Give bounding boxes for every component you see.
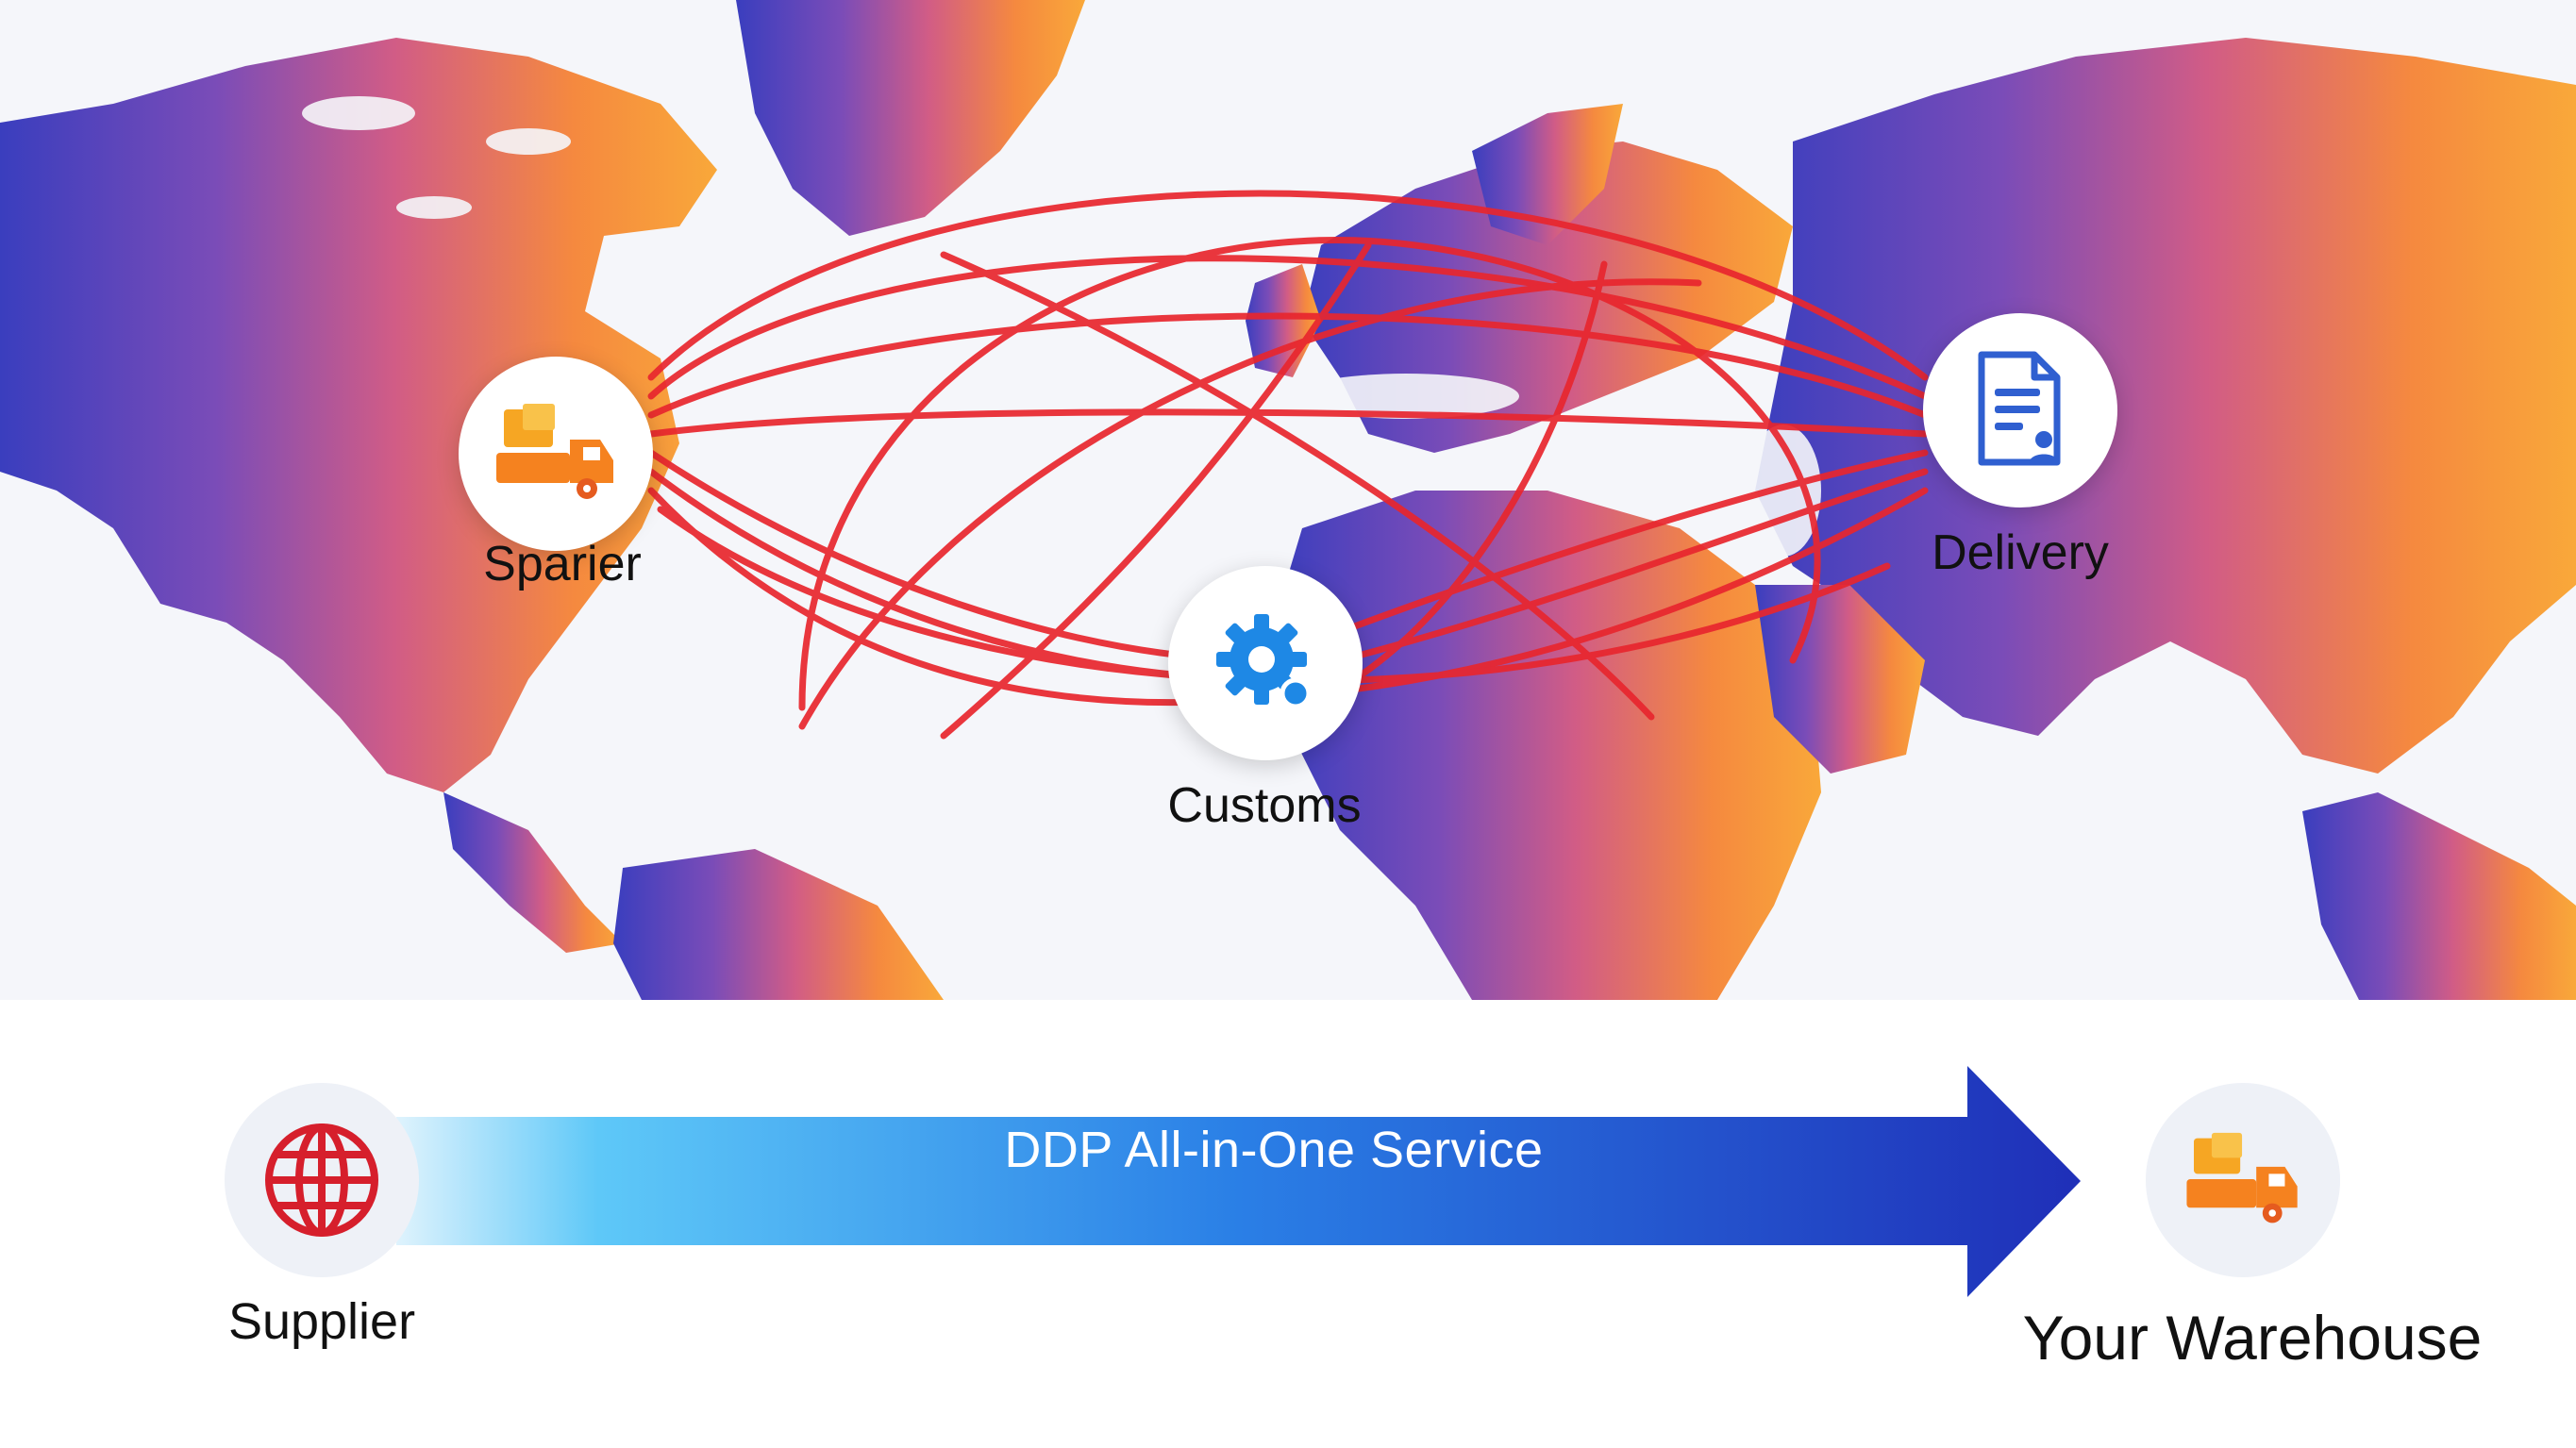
ddp-service-label: DDP All-in-One Service (1004, 1122, 1544, 1178)
customs-label: Customs (1167, 778, 1362, 833)
document-person-icon (1978, 351, 2061, 466)
gear-icon (1216, 614, 1312, 709)
sparier-label: Sparier (483, 537, 642, 591)
world-map (0, 0, 2576, 1000)
warehouse-node[interactable] (2146, 1083, 2340, 1277)
delivery-node[interactable] (1923, 313, 2117, 508)
delivery-truck-icon (496, 404, 613, 499)
delivery-truck-icon (2186, 1132, 2298, 1223)
delivery-label: Delivery (1932, 525, 2109, 580)
supplier-label: Supplier (227, 1293, 416, 1350)
supplier-node[interactable] (225, 1083, 419, 1277)
ddp-arrow (396, 1066, 2081, 1297)
warehouse-label: Your Warehouse (2022, 1303, 2483, 1373)
sparier-node[interactable] (459, 357, 653, 551)
customs-node[interactable] (1168, 566, 1363, 760)
continents (0, 0, 2576, 1000)
globe-icon (265, 1123, 378, 1237)
